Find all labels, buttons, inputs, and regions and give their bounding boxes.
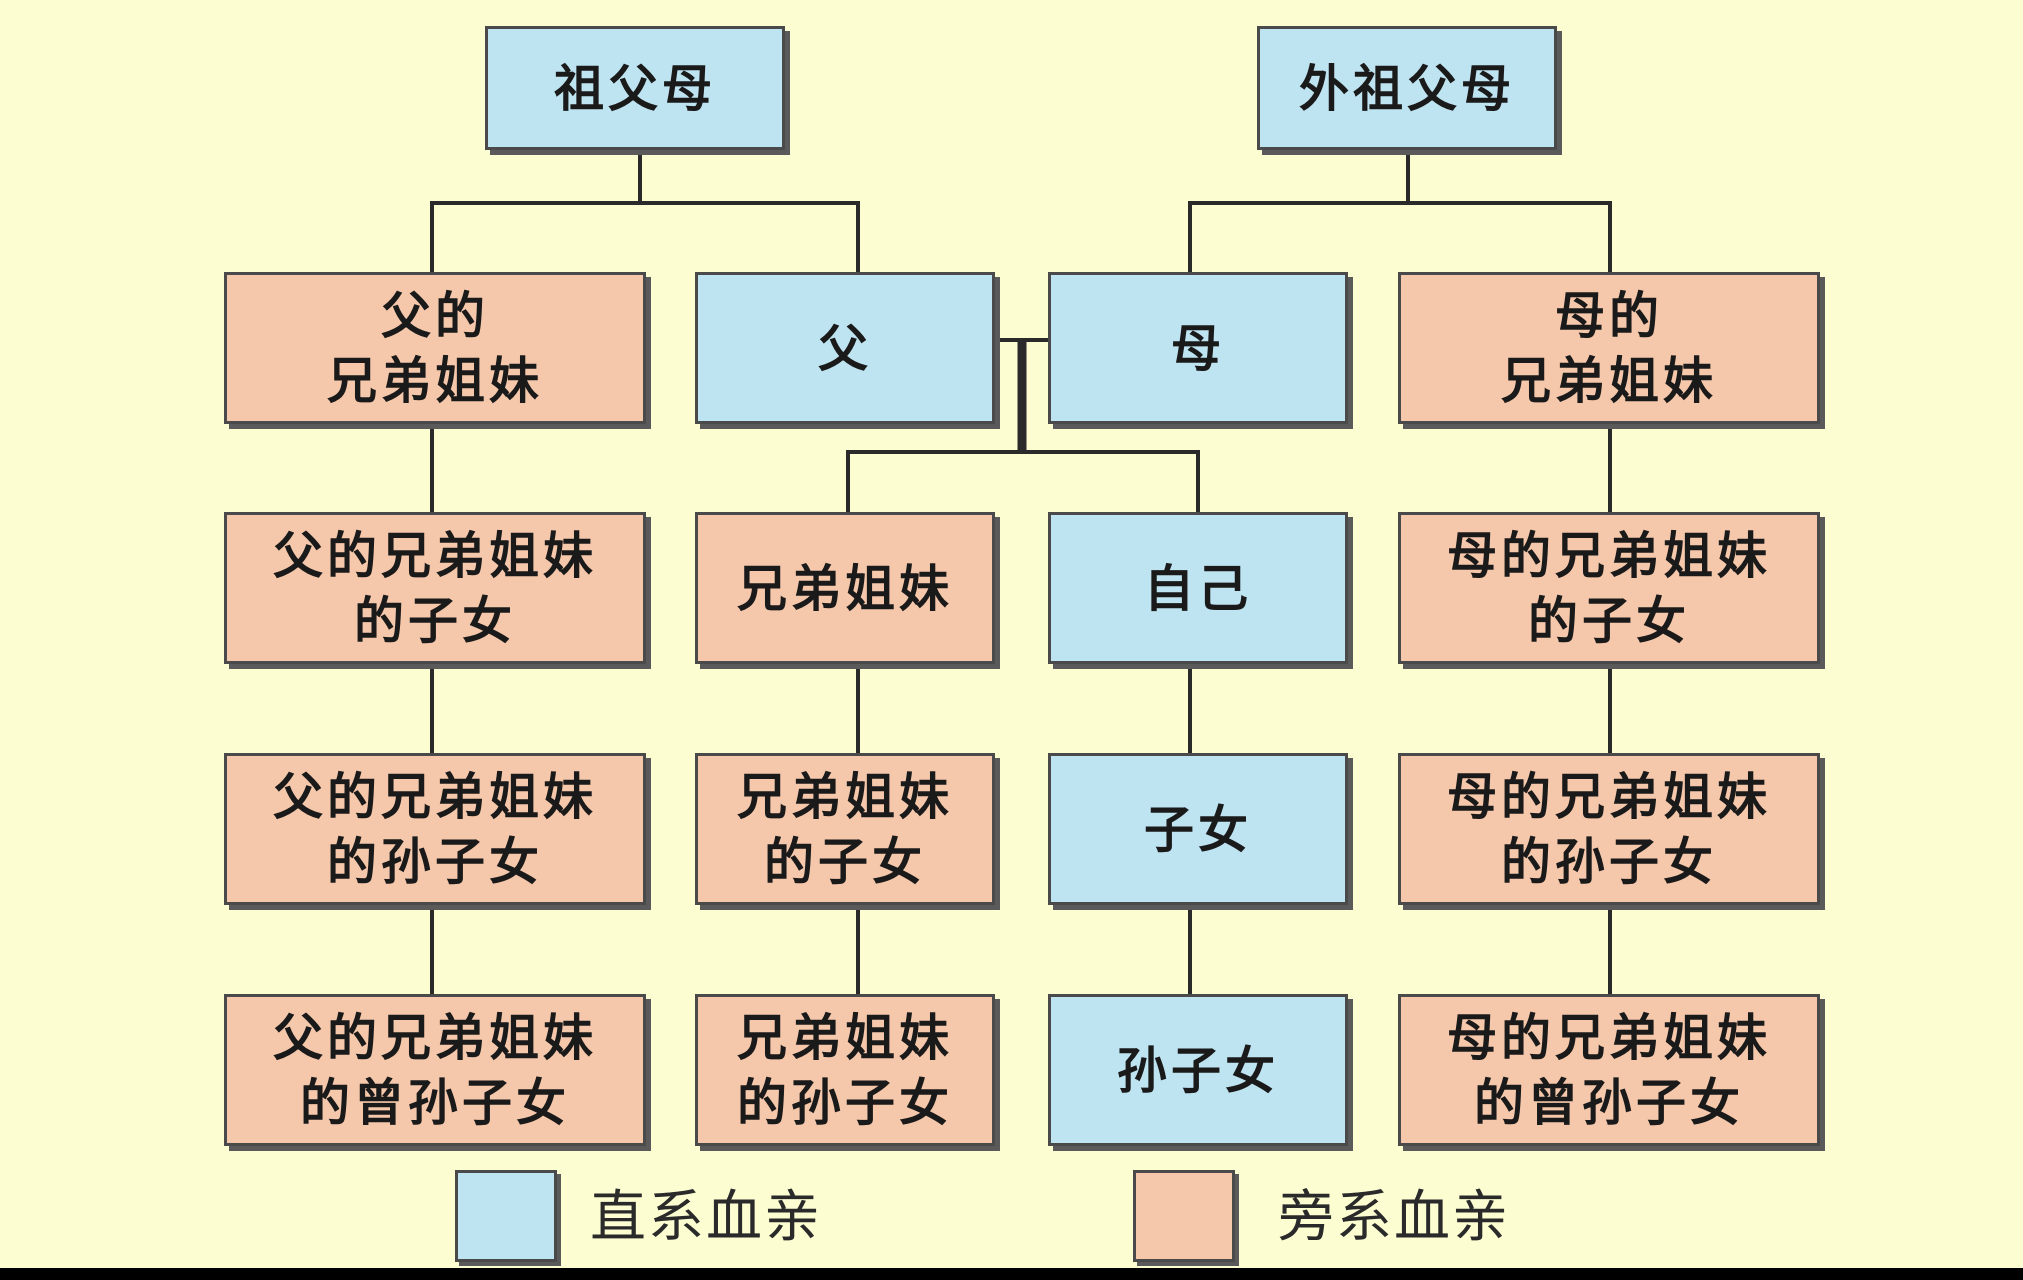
- node-mother: 母: [1048, 272, 1348, 424]
- node-siblings-grandchildren: 兄弟姐妹 的孙子女: [695, 994, 995, 1146]
- node-maternal-grandparents: 外祖父母: [1257, 26, 1557, 150]
- node-mother-siblings: 母的 兄弟姐妹: [1398, 272, 1820, 424]
- node-grandchildren: 孙子女: [1048, 994, 1348, 1146]
- node-father-siblings: 父的 兄弟姐妹: [224, 272, 646, 424]
- node-mother-siblings-great-grandchildren: 母的兄弟姐妹 的曾孙子女: [1398, 994, 1820, 1146]
- node-self: 自己: [1048, 512, 1348, 664]
- node-mother-siblings-children: 母的兄弟姐妹 的子女: [1398, 512, 1820, 664]
- connector-line: [1188, 201, 1612, 272]
- legend-label-collateral: 旁系血亲: [1278, 1185, 1510, 1250]
- node-siblings-children: 兄弟姐妹 的子女: [695, 753, 995, 905]
- node-father-siblings-children: 父的兄弟姐妹 的子女: [224, 512, 646, 664]
- connector-line: [430, 201, 860, 272]
- legend-swatch-direct: [455, 1170, 557, 1262]
- connector-line: [846, 450, 1200, 512]
- legend-label-direct: 直系血亲: [590, 1185, 822, 1250]
- node-siblings: 兄弟姐妹: [695, 512, 995, 664]
- node-mother-siblings-grandchildren: 母的兄弟姐妹 的孙子女: [1398, 753, 1820, 905]
- node-father-siblings-grandchildren: 父的兄弟姐妹 的孙子女: [224, 753, 646, 905]
- legend-swatch-collateral: [1133, 1170, 1235, 1262]
- node-father-siblings-great-grandchildren: 父的兄弟姐妹 的曾孙子女: [224, 994, 646, 1146]
- node-children: 子女: [1048, 753, 1348, 905]
- node-father: 父: [695, 272, 995, 424]
- node-grandparents: 祖父母: [485, 26, 785, 150]
